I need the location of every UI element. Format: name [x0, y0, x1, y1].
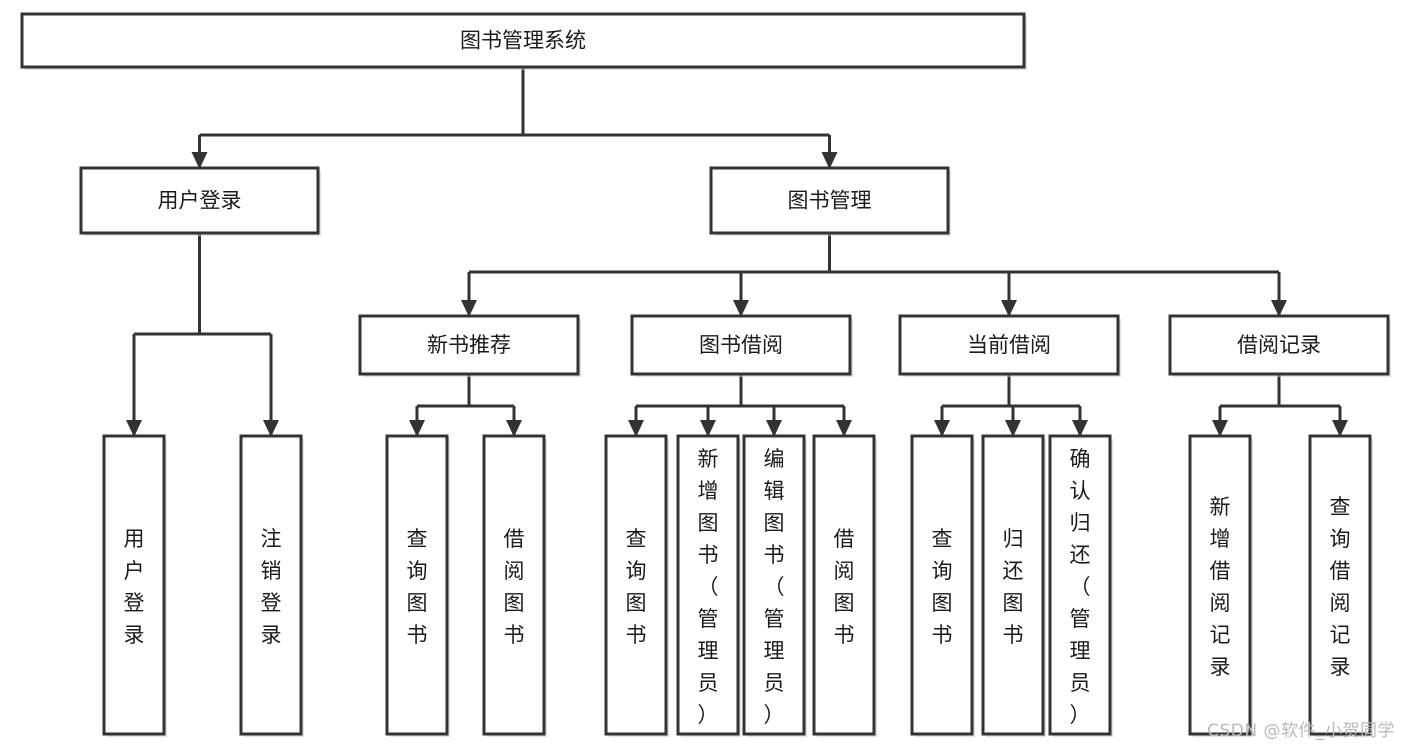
node-box[interactable]: 用户登录: [79, 166, 321, 236]
connectors-layer: [126, 67, 1348, 437]
node-box[interactable]: 查询借阅记录: [1308, 434, 1373, 737]
node-box[interactable]: 新增借阅记录: [1188, 434, 1253, 737]
node-label: 图书借阅: [699, 333, 783, 357]
node-label: 查询图书: [626, 527, 647, 647]
node-label: 新增图书（管理员）: [698, 447, 719, 727]
node-rect[interactable]: [1048, 434, 1112, 736]
node-box[interactable]: 归还图书: [981, 434, 1046, 737]
node-label: 图书管理: [788, 189, 872, 213]
node-label: 编辑图书（管理员）: [764, 447, 785, 727]
node-box[interactable]: 编辑图书（管理员）: [742, 434, 807, 737]
node-label: 借阅图书: [504, 527, 525, 647]
node-box[interactable]: 新增图书（管理员）: [676, 434, 741, 737]
arrow-head-icon: [1005, 420, 1021, 437]
arrow-head-icon: [700, 420, 716, 437]
node-box[interactable]: 注销登录: [239, 434, 304, 737]
node-rect[interactable]: [910, 434, 974, 736]
node-rect[interactable]: [79, 166, 320, 235]
node-rect[interactable]: [102, 434, 166, 736]
node-rect[interactable]: [1168, 314, 1390, 376]
node-label: 用户登录: [124, 527, 145, 647]
node-label: 查询借阅记录: [1330, 495, 1351, 679]
node-box[interactable]: 图书借阅: [630, 314, 853, 377]
arrow-head-icon: [1001, 300, 1017, 317]
node-rect[interactable]: [709, 166, 950, 235]
node-label: 借阅图书: [834, 527, 855, 647]
node-label: 新书推荐: [427, 333, 511, 357]
node-rect[interactable]: [1308, 434, 1372, 736]
node-rect[interactable]: [981, 434, 1045, 736]
arrow-head-icon: [1271, 300, 1287, 317]
node-rect[interactable]: [742, 434, 806, 736]
arrow-head-icon: [628, 420, 644, 437]
node-label: 用户登录: [158, 189, 242, 213]
node-rect[interactable]: [1188, 434, 1252, 736]
arrow-head-icon: [409, 420, 425, 437]
arrow-head-icon: [766, 420, 782, 437]
node-box[interactable]: 借阅图书: [482, 434, 547, 737]
node-rect[interactable]: [898, 314, 1120, 376]
node-box[interactable]: 借阅记录: [1168, 314, 1391, 377]
node-label: 注销登录: [261, 527, 282, 647]
nodes-layer: 图书管理系统用户登录图书管理新书推荐图书借阅当前借阅借阅记录用户登录注销登录查询…: [20, 12, 1391, 737]
node-rect[interactable]: [604, 434, 668, 736]
node-label: 确认归还（管理员）: [1070, 447, 1091, 727]
arrow-head-icon: [461, 300, 477, 317]
node-box[interactable]: 新书推荐: [358, 314, 581, 377]
node-rect[interactable]: [358, 314, 580, 376]
arrow-head-icon: [506, 420, 522, 437]
arrow-head-icon: [1332, 420, 1348, 437]
arrow-head-icon: [1072, 420, 1088, 437]
node-rect[interactable]: [630, 314, 852, 376]
node-rect[interactable]: [812, 434, 876, 736]
node-rect[interactable]: [676, 434, 740, 736]
node-label: 新增借阅记录: [1210, 495, 1231, 679]
node-box[interactable]: 借阅图书: [812, 434, 877, 737]
node-box[interactable]: 当前借阅: [898, 314, 1121, 377]
node-box[interactable]: 确认归还（管理员）: [1048, 434, 1113, 737]
arrow-head-icon: [1212, 420, 1228, 437]
node-label: 图书管理系统: [460, 29, 586, 53]
node-rect[interactable]: [482, 434, 546, 736]
node-label: 借阅记录: [1237, 333, 1321, 357]
node-label: 归还图书: [1003, 527, 1024, 647]
node-rect[interactable]: [239, 434, 303, 736]
node-rect[interactable]: [20, 12, 1026, 69]
node-label: 查询图书: [932, 527, 953, 647]
arrow-head-icon: [733, 300, 749, 317]
node-box[interactable]: 查询图书: [910, 434, 975, 737]
arrow-head-icon: [263, 420, 279, 437]
arrow-head-icon: [126, 420, 142, 437]
node-label: 当前借阅: [967, 333, 1051, 357]
node-box[interactable]: 图书管理: [709, 166, 951, 236]
node-label: 查询图书: [407, 527, 428, 647]
node-box[interactable]: 用户登录: [102, 434, 167, 737]
arrow-head-icon: [934, 420, 950, 437]
arrow-head-icon: [191, 152, 208, 169]
node-rect[interactable]: [385, 434, 449, 736]
node-box[interactable]: 图书管理系统: [20, 12, 1027, 70]
arrow-head-icon: [821, 152, 838, 169]
arrow-head-icon: [836, 420, 852, 437]
node-box[interactable]: 查询图书: [604, 434, 669, 737]
node-box[interactable]: 查询图书: [385, 434, 450, 737]
csdn-watermark: CSDN @软件_小贺同学: [1207, 721, 1395, 741]
